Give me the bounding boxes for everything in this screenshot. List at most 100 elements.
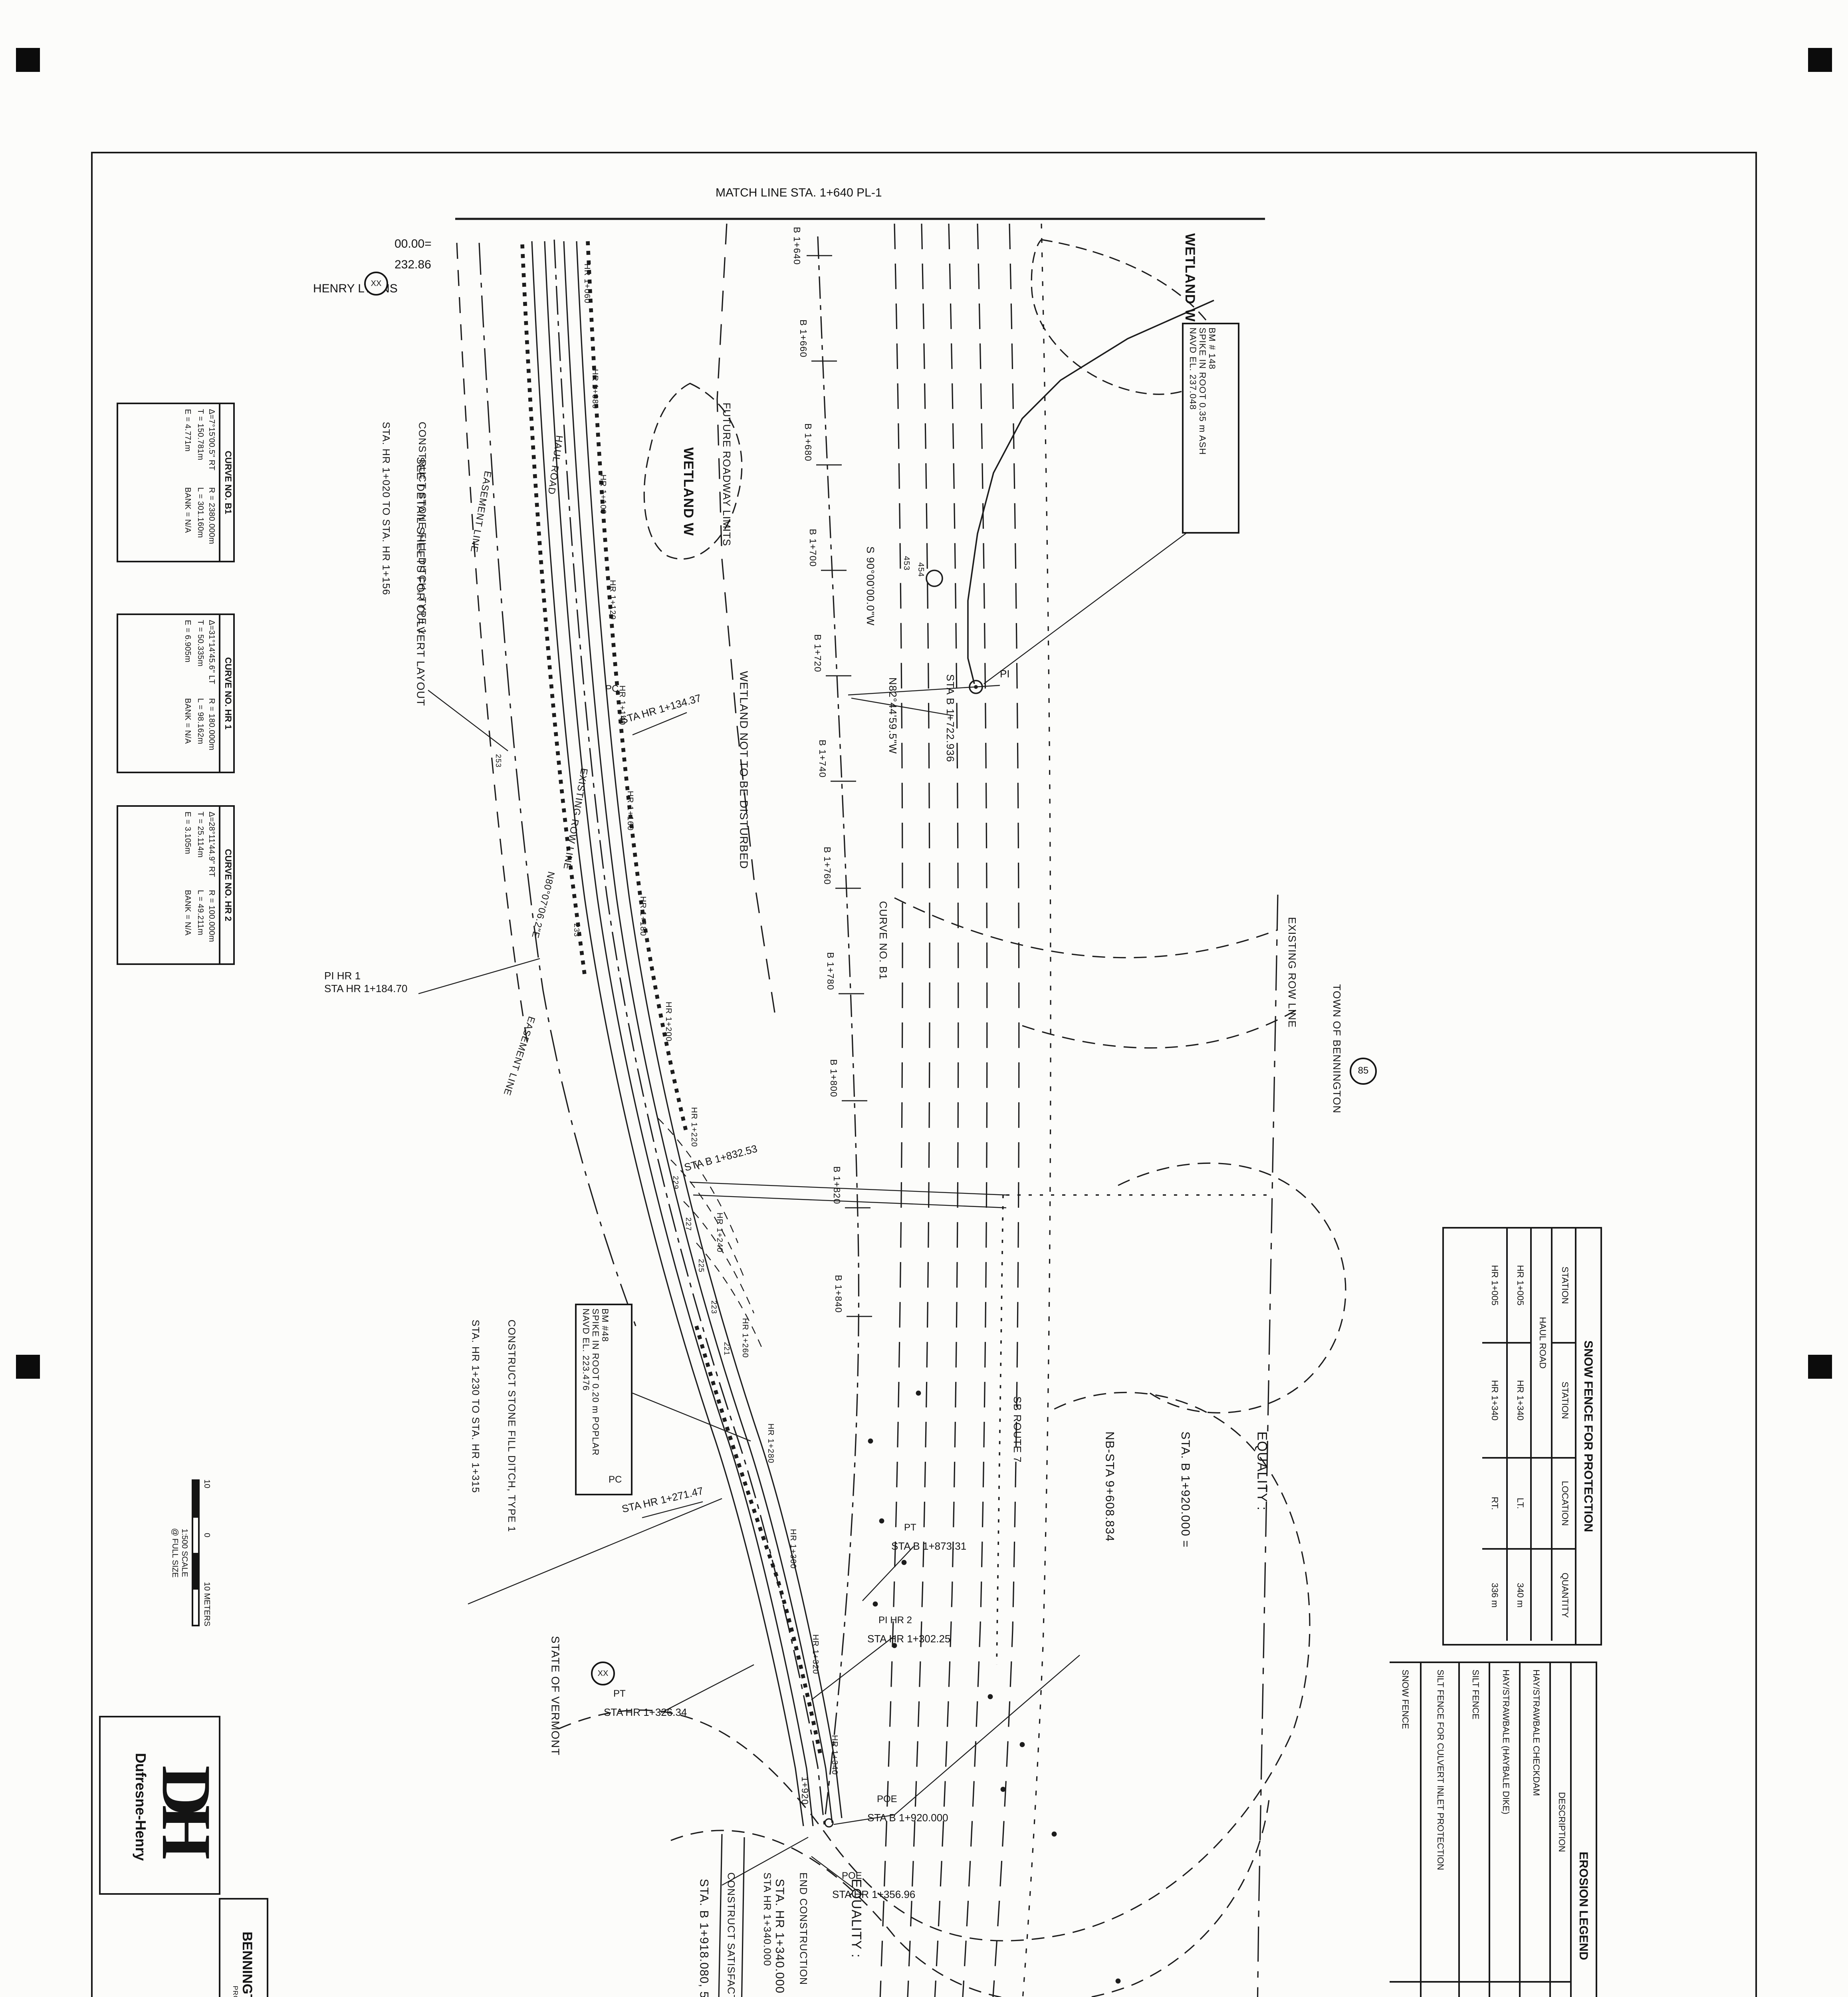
future-roadway-limits-line: [716, 223, 777, 1023]
snow-fence-cell: LT.: [1506, 1459, 1530, 1550]
poe-symbol: [824, 1818, 834, 1828]
poe-hr-label: POE: [842, 1872, 862, 1882]
curve-hr2-radius: R = 100.000m: [206, 890, 216, 942]
scale-ten-right: 10 METERS: [201, 1582, 211, 1626]
parcel-circle-text: XX: [371, 279, 382, 288]
erosion-row-desc: HAY/STRAWBALE CHECKDAM: [1519, 1663, 1549, 1983]
curve-table-b1-title: CURVE NO. B1: [219, 404, 233, 561]
end-construction-note: END CONSTRUCTION STA HR 1+340.000 CONSTR…: [700, 1872, 832, 1997]
snow-fence-header: LOCATION: [1551, 1459, 1575, 1550]
dh-monogram: DH: [147, 1765, 225, 1848]
curve-hr2-bank: BANK = N/A: [182, 890, 192, 936]
erosion-row-desc: SILT FENCE: [1458, 1663, 1489, 1983]
wetland-outline-2: [643, 383, 743, 560]
town-of-bennington-label: TOWN OF BENNINGTON: [1330, 984, 1342, 1114]
easement-line: [478, 242, 636, 1326]
contour-label: 227: [684, 1217, 692, 1231]
parcel-circle-2-text: XX: [597, 1669, 609, 1678]
equality2-line2: STA. HR 1+340.000 =: [773, 1879, 787, 1997]
ditch-note-1-line2: STA. HR 1+020 TO STA. HR 1+156: [379, 422, 391, 596]
ditch-note-2-line1: CONSTRUCT STONE FILL DITCH, TYPE 1: [505, 1320, 517, 1532]
equality1-leader: [894, 1655, 1080, 1815]
dh-logo-box: DH Dufresne-Henry: [99, 1716, 225, 1895]
station-hr-label: HR 1+120: [607, 580, 617, 620]
tree-454-label: 454: [915, 562, 925, 577]
curve-table-hr1-title: CURVE NO. HR 1: [219, 615, 233, 772]
station-hr-label: HR 1+060: [581, 264, 591, 304]
wetland-w-label-1: WETLAND W: [1182, 233, 1198, 322]
snow-fence-cell: [1530, 1550, 1551, 1641]
curve-hr2-tangent: T = 25.114m: [194, 812, 204, 858]
route-85-text: 85: [1358, 1066, 1369, 1076]
curve-b1-bank: BANK = N/A: [182, 487, 192, 533]
snow-fence-cell: 340 m: [1506, 1550, 1530, 1641]
equality1-line2: STA. B 1+920.000 =: [1178, 1431, 1193, 1548]
station-equation-top: 00.00=: [395, 236, 432, 251]
bm148-box: BM # 148 SPIKE IN ROOT 0.35 m ASH NAVD E…: [1182, 323, 1239, 534]
snow-fence-title: SNOW FENCE FOR PROTECTION: [1575, 1229, 1600, 1644]
curve-hr1-tangent: T = 50.335m: [194, 620, 204, 667]
station-hr-label: HR 1+140: [617, 685, 626, 726]
baseline-b-centerline: [817, 236, 860, 1825]
snow-fence-cell: [1530, 1459, 1551, 1550]
symbol-haybale-dike-icon: [1489, 1983, 1519, 1997]
curve-b1-e: E = 4.771m: [182, 409, 192, 452]
bm148-text: BM # 148 SPIKE IN ROOT 0.35 m ASH NAVD E…: [1184, 324, 1219, 532]
bm48-line2: SPIKE IN ROOT 0.20 m POPLAR: [589, 1308, 599, 1456]
poe-hr-sta: STA HR 1+356.96: [832, 1890, 916, 1901]
station-b-label: B 1+700: [806, 529, 816, 567]
curve-b1-length: L = 301.160m: [194, 487, 204, 538]
bm48-leader: [632, 1392, 751, 1442]
station-hr-label: HR 1+100: [597, 474, 607, 515]
scale-full-size: @ FULL SIZE: [169, 1528, 179, 1578]
erosion-row-desc: HAY/STRAWBALE (HAYBALE DIKE): [1489, 1663, 1519, 1983]
pt-b-label: PT: [904, 1524, 916, 1534]
station-b-label: B 1+660: [797, 320, 807, 358]
sb-route7-label: SB ROUTE 7: [1011, 1396, 1022, 1463]
snow-fence-header: STATION: [1551, 1344, 1575, 1459]
curve-table-hr2-title: CURVE NO. HR 2: [219, 807, 233, 963]
station-b-label: B 1+680: [801, 423, 811, 462]
equality1-line3: NB-STA 9+608.834: [1102, 1431, 1117, 1542]
pc2-label: PC: [609, 1476, 622, 1486]
existing-row-line: [1257, 894, 1279, 1997]
station-hr-label: HR 1+220: [688, 1107, 698, 1147]
snow-fence-cell: HR 1+005: [1506, 1229, 1530, 1344]
snow-fence-cell: HR 1+005: [1482, 1229, 1506, 1344]
station-hr-label: HR 1+240: [714, 1213, 724, 1253]
existing-row-label-right: EXISTING ROW LINE: [1285, 917, 1297, 1028]
station-b-label: B 1+640: [790, 227, 800, 265]
curve-hr1-length: L = 98.162m: [194, 698, 204, 744]
snow-fence-table: SNOW FENCE FOR PROTECTION STATION STATIO…: [1442, 1227, 1602, 1646]
ditch-note-2: CONSTRUCT STONE FILL DITCH, TYPE 1 STA. …: [444, 1320, 541, 1532]
pt-b-sta: STA B 1+873.31: [891, 1542, 967, 1553]
station-hr-label: HR 1+280: [765, 1423, 775, 1464]
station-hr-label: HR 1+320: [810, 1634, 819, 1675]
curve-hr2-length: L = 49.211m: [194, 890, 204, 935]
station-hr-label: HR 1+180: [637, 896, 647, 937]
station-b-label: 1+920: [798, 1777, 808, 1805]
station-hr-label: HR 1+300: [787, 1529, 797, 1569]
bm48-line3: NAVD EL. 223.476: [580, 1308, 589, 1391]
contour-label: 233: [573, 923, 581, 937]
station-hr-label: HR 1+260: [740, 1318, 749, 1358]
ditch-note-1: CONSTRUCT STONE FILL DITCH, TYPE 1 STA. …: [355, 422, 451, 635]
erosion-row-desc: SILT FENCE FOR CULVERT INLET PROTECTION: [1420, 1663, 1458, 1983]
station-b-label: B 1+720: [811, 634, 821, 673]
contour-label: 229: [672, 1176, 680, 1190]
pi-b-sta: STA B 1+722.936: [944, 674, 955, 762]
station-b-label: B 1+780: [824, 952, 834, 991]
project-name: BENNINGTON - HOOSICK: [240, 1900, 256, 1997]
curve-b1-label: CURVE NO. B1: [876, 901, 888, 980]
symbol-silt-fence-inlet-icon: [1420, 1983, 1458, 1997]
erosion-legend: EROSION LEGEND DESCRIPTION SYMBOL HAY/ST…: [1390, 1662, 1597, 1997]
ditch-note-1-line1: CONSTRUCT STONE FILL DITCH, TYPE 1: [416, 422, 427, 635]
haul-road-centerline: [553, 239, 825, 1825]
station-b-label: B 1+760: [821, 847, 831, 885]
stone-ditch-hatch-1: [520, 244, 587, 975]
